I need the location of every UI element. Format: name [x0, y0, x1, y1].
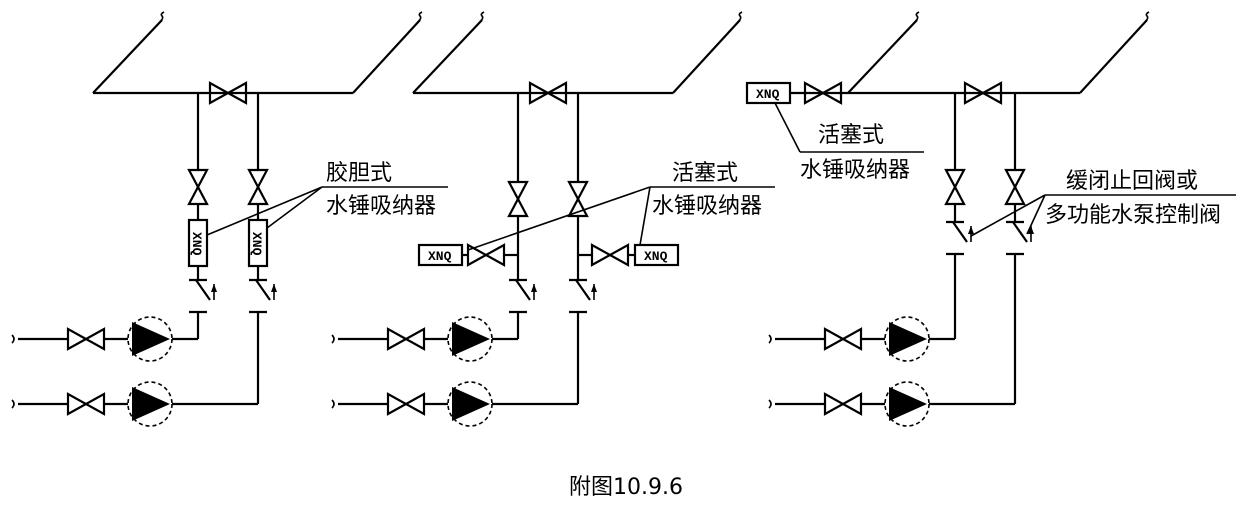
gate-valve-icon [386, 392, 426, 416]
break-mark [417, 11, 423, 23]
gate-valve-icon [944, 168, 966, 206]
label-piston-type-right-line1: 活塞式 [818, 123, 884, 148]
gate-valve-icon [187, 168, 209, 206]
break-mark [159, 11, 165, 23]
label-piston-type-right-line2: 水锤吸纳器 [800, 158, 910, 183]
riser-pipe-right [352, 19, 421, 94]
gate-valve-icon [963, 81, 1003, 105]
break-mark [331, 334, 335, 344]
break-mark [737, 11, 743, 23]
break-mark [11, 399, 15, 409]
arrester-tag: XNQ [428, 249, 452, 264]
gate-valve-icon [590, 243, 630, 267]
check-valve-icon [249, 278, 277, 314]
check-valve-icon [1006, 220, 1034, 256]
pump-icon [447, 381, 493, 427]
pump-icon [884, 316, 930, 362]
riser-pipe-left [92, 19, 163, 94]
gate-valve-icon [567, 180, 589, 218]
pump-icon [447, 316, 493, 362]
break-mark [479, 11, 485, 23]
label-check-valve-note-line1: 缓闭止回阀或 [1066, 169, 1198, 194]
gate-valve-icon [507, 180, 529, 218]
pump-icon [127, 316, 173, 362]
gate-valve-icon [247, 168, 269, 206]
arrester-tag: XNQ [756, 87, 780, 102]
pump-icon [884, 381, 930, 427]
check-valve-icon [569, 278, 597, 314]
gate-valve-icon [528, 81, 568, 105]
label-bladder-type-line2: 水锤吸纳器 [326, 194, 436, 219]
diagram-left: XNQ XNQ [11, 11, 448, 427]
gate-valve-icon [208, 81, 248, 105]
check-valve-icon [946, 220, 974, 256]
arrester-tag: XNQ [249, 232, 264, 256]
break-mark [1144, 11, 1150, 23]
gate-valve-icon [823, 327, 863, 351]
break-mark [331, 399, 335, 409]
gate-valve-icon [803, 81, 843, 105]
label-check-valve-note-line2: 多功能水泵控制阀 [1045, 203, 1221, 228]
label-piston-type-mid-line2: 水锤吸纳器 [652, 194, 762, 219]
water-hammer-arrester: XNQ [745, 81, 792, 105]
label-piston-type-mid-line1: 活塞式 [672, 161, 738, 186]
gate-valve-icon [1004, 168, 1026, 206]
arrester-tag: XNQ [189, 232, 204, 256]
check-valve-icon [509, 278, 537, 314]
water-hammer-arrester: XNQ [633, 243, 680, 267]
water-hammer-arrester: XNQ [187, 218, 209, 268]
break-mark [914, 11, 920, 23]
break-mark [11, 334, 15, 344]
break-mark [768, 399, 772, 409]
water-hammer-arrester: XNQ [417, 243, 464, 267]
gate-valve-icon [823, 392, 863, 416]
gate-valve-icon [66, 327, 106, 351]
check-valve-icon [189, 278, 217, 314]
water-hammer-arrester: XNQ [247, 218, 269, 268]
diagram-middle: XNQ XNQ [331, 11, 775, 427]
diagram-right: XNQ [745, 11, 1236, 427]
break-mark [768, 334, 772, 344]
figure-caption: 附图10.9.6 [569, 475, 683, 500]
label-bladder-type-line1: 胶胆式 [326, 161, 392, 186]
arrester-tag: XNQ [644, 249, 668, 264]
gate-valve-icon [66, 392, 106, 416]
gate-valve-icon [386, 327, 426, 351]
pump-icon [127, 381, 173, 427]
